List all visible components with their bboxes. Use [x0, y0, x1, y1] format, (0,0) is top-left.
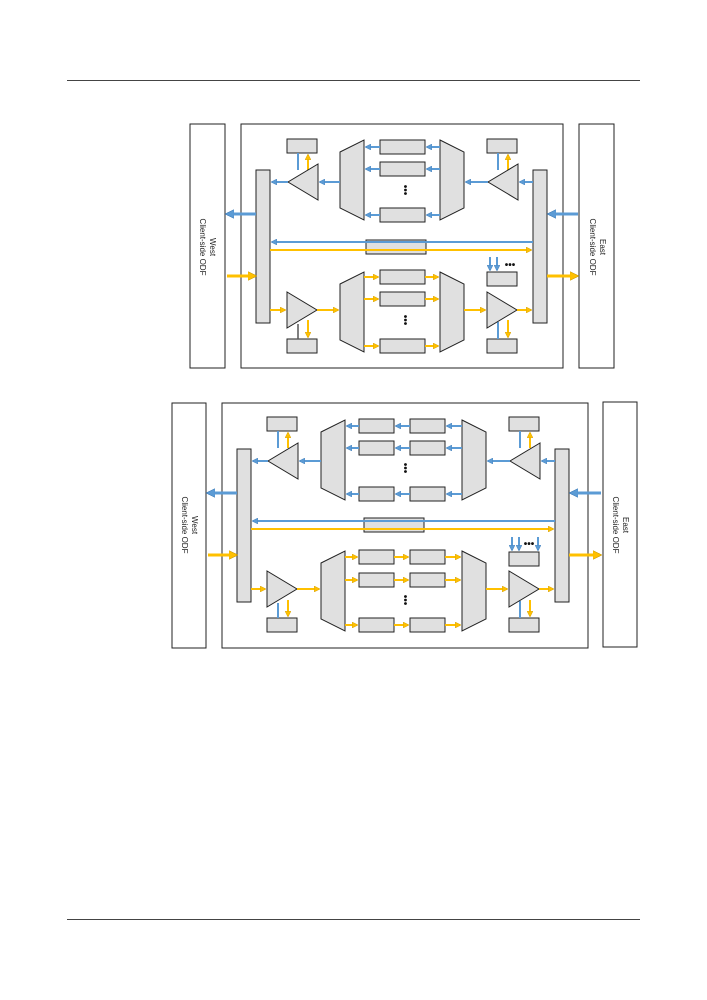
bottom-transponder-1a-2 — [358, 549, 395, 565]
top-transponder-2b-2 — [409, 440, 446, 456]
east-odf-label-line2-2: Client-side ODF — [611, 497, 620, 554]
top-transponder-3 — [379, 207, 426, 223]
bottom-transponder-2 — [379, 291, 426, 307]
add-drop-port-block-2 — [508, 551, 540, 567]
west-odf-box-2 — [171, 402, 207, 649]
east-switch-bar-2 — [554, 448, 570, 603]
top-left-amplifier — [287, 163, 319, 201]
bottom-right-amplifier — [486, 291, 518, 329]
bottom-transponder-3b-2 — [409, 617, 446, 633]
east-odf-label-line1-2: East — [621, 517, 630, 534]
west-odf-box — [189, 123, 226, 369]
bottom-demux — [339, 271, 365, 353]
bottom-mux-2 — [461, 550, 487, 632]
east-odf-box-2 — [602, 401, 638, 648]
header-rule — [67, 80, 640, 81]
top-right-amplifier-2 — [509, 442, 541, 480]
west-odf-label-line1-2: West — [190, 516, 199, 535]
top-left-monitor — [286, 138, 318, 154]
east-odf-box — [578, 123, 615, 369]
bottom-demux-2 — [320, 550, 346, 632]
figure-2: West Client-side ODF East Client-side OD… — [171, 401, 638, 649]
east-odf-label-line1: East — [598, 239, 607, 256]
west-odf-label-line2: Client-side ODF — [198, 219, 207, 276]
top-mux-2 — [461, 419, 487, 501]
bottom-right-amplifier-2 — [508, 570, 540, 608]
bottom-left-amplifier — [286, 291, 318, 329]
top-right-monitor — [486, 138, 518, 154]
bottom-transponder-2b-2 — [409, 572, 446, 588]
top-ellipsis-2: ••• — [399, 463, 410, 474]
add-drop-ellipsis-2: ••• — [524, 539, 535, 550]
bottom-right-monitor — [486, 338, 518, 354]
top-transponder-2a-2 — [358, 440, 395, 456]
east-switch-bar — [532, 169, 548, 324]
add-drop-ellipsis: ••• — [505, 260, 516, 271]
top-transponder-3a-2 — [358, 486, 395, 502]
bottom-transponder-2a-2 — [358, 572, 395, 588]
bottom-transponder-1b-2 — [409, 549, 446, 565]
add-drop-port-block — [486, 271, 518, 287]
top-right-amplifier — [487, 163, 519, 201]
top-demux — [339, 139, 365, 221]
top-transponder-1a-2 — [358, 418, 395, 434]
bottom-transponder-3 — [379, 338, 426, 354]
west-odf-label-line1: West — [208, 238, 217, 257]
bottom-mux — [439, 271, 465, 353]
bottom-ellipsis-2: ••• — [399, 595, 410, 606]
top-transponder-1 — [379, 139, 426, 155]
bottom-left-amplifier-2 — [266, 570, 298, 608]
bottom-transponder-1 — [379, 269, 426, 285]
east-odf-label-line2: Client-side ODF — [588, 219, 597, 276]
top-demux-2 — [320, 419, 346, 501]
top-transponder-3b-2 — [409, 486, 446, 502]
figure-1: West Client-side ODF East Client-side OD… — [189, 123, 615, 369]
bottom-left-monitor — [286, 338, 318, 354]
top-ellipsis: ••• — [399, 185, 410, 196]
top-transponder-2 — [379, 161, 426, 177]
top-right-monitor-2 — [508, 416, 540, 432]
bottom-transponder-3a-2 — [358, 617, 395, 633]
top-transponder-1b-2 — [409, 418, 446, 434]
west-switch-bar-2 — [236, 448, 252, 603]
west-switch-bar — [255, 169, 271, 324]
west-odf-label-line2-2: Client-side ODF — [180, 497, 189, 554]
bottom-right-monitor-2 — [508, 617, 540, 633]
footer-rule — [67, 919, 640, 920]
bottom-ellipsis: ••• — [399, 315, 410, 326]
top-mux — [439, 139, 465, 221]
top-left-monitor-2 — [266, 416, 298, 432]
top-left-amplifier-2 — [267, 442, 299, 480]
bottom-left-monitor-2 — [266, 617, 298, 633]
